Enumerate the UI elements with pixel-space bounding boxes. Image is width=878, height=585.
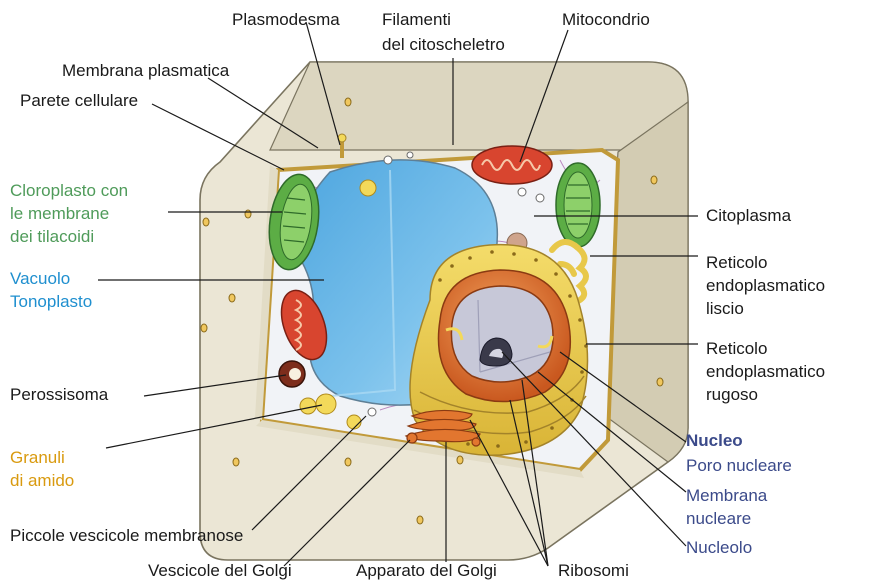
label-apparato-golgi: Apparato del Golgi [356, 560, 497, 582]
label-vescicole-golgi: Vescicole del Golgi [148, 560, 292, 582]
label-filamenti-line2: del citoscheletro [382, 34, 505, 56]
label-rel-line1: Reticolo [706, 252, 767, 274]
label-filamenti-line1: Filamenti [382, 9, 451, 31]
label-rer-line1: Reticolo [706, 338, 767, 360]
label-piccole-vescicole: Piccole vescicole membranose [10, 525, 243, 547]
label-cloroplasto-line2: le membrane [10, 203, 109, 225]
label-membrana-plasmatica: Membrana plasmatica [62, 60, 229, 82]
label-rer-line2: endoplasmatico [706, 361, 825, 383]
label-tonoplasto: Tonoplasto [10, 291, 92, 313]
label-rer-line3: rugoso [706, 384, 758, 406]
mitochondrion-top [472, 146, 552, 184]
label-rel-line2: endoplasmatico [706, 275, 825, 297]
label-parete-cellulare: Parete cellulare [20, 90, 138, 112]
label-perossisoma: Perossisoma [10, 384, 108, 406]
label-granuli-line1: Granuli [10, 447, 65, 469]
label-nucleolo: Nucleolo [686, 537, 752, 559]
label-cloroplasto-line1: Cloroplasto con [10, 180, 128, 202]
label-poro-nucleare: Poro nucleare [686, 455, 792, 477]
chloroplast-right [556, 163, 600, 247]
label-vacuolo: Vacuolo [10, 268, 70, 290]
label-plasmodesma: Plasmodesma [232, 9, 340, 31]
label-citoplasma: Citoplasma [706, 205, 791, 227]
label-cloroplasto-line3: dei tilacoidi [10, 226, 94, 248]
peroxisome [279, 361, 305, 387]
label-rel-line3: liscio [706, 298, 744, 320]
label-ribosomi: Ribosomi [558, 560, 629, 582]
label-granuli-line2: di amido [10, 470, 74, 492]
label-membrana-nucleare-line1: Membrana [686, 485, 767, 507]
label-nucleo: Nucleo [686, 430, 743, 452]
label-mitocondrio: Mitocondrio [562, 9, 650, 31]
label-membrana-nucleare-line2: nucleare [686, 508, 751, 530]
